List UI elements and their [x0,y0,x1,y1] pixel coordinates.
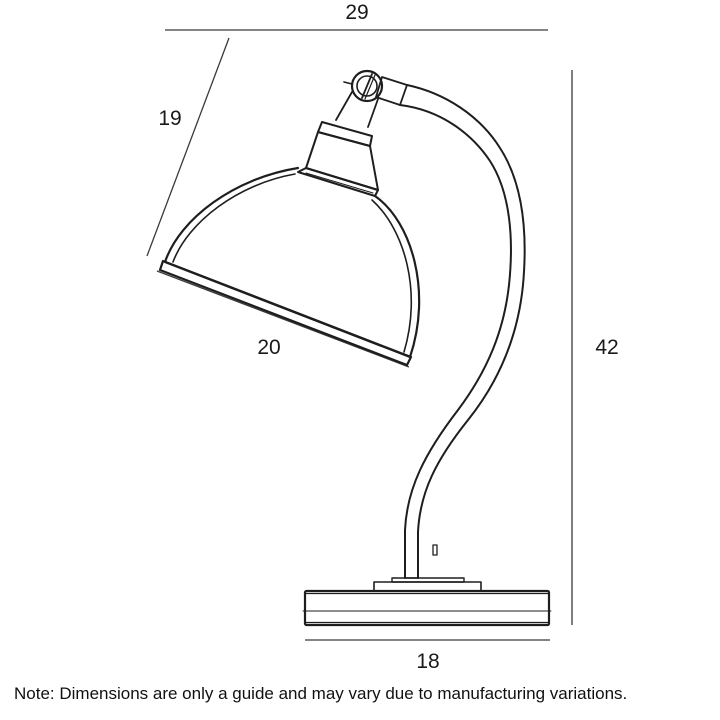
base-width-label: 18 [416,650,439,673]
arm-joint [375,76,408,106]
dimension-base-width: 18 [305,639,550,673]
knuckle-knob [343,69,384,103]
dimension-overall-width: 29 [165,1,548,31]
dimension-shade-diameter: 20 [156,270,410,368]
shade-diameter-line [156,270,410,368]
shade-cap [297,121,379,197]
lamp-base [302,577,552,627]
overall-width-label: 29 [345,1,368,24]
lamp-arm [399,84,526,579]
shade-height-line [146,37,230,257]
switch [432,544,438,556]
knob-connector [335,91,379,128]
lamp-shade [158,166,421,367]
overall-height-label: 42 [595,336,618,359]
shade-diameter-label: 20 [257,336,280,359]
shade-height-label: 19 [158,107,181,130]
dimension-overall-height: 42 [571,70,619,625]
dimensions-note: Note: Dimensions are only a guide and ma… [14,684,628,703]
dimension-shade-height: 19 [146,37,230,257]
table-lamp [158,69,552,627]
